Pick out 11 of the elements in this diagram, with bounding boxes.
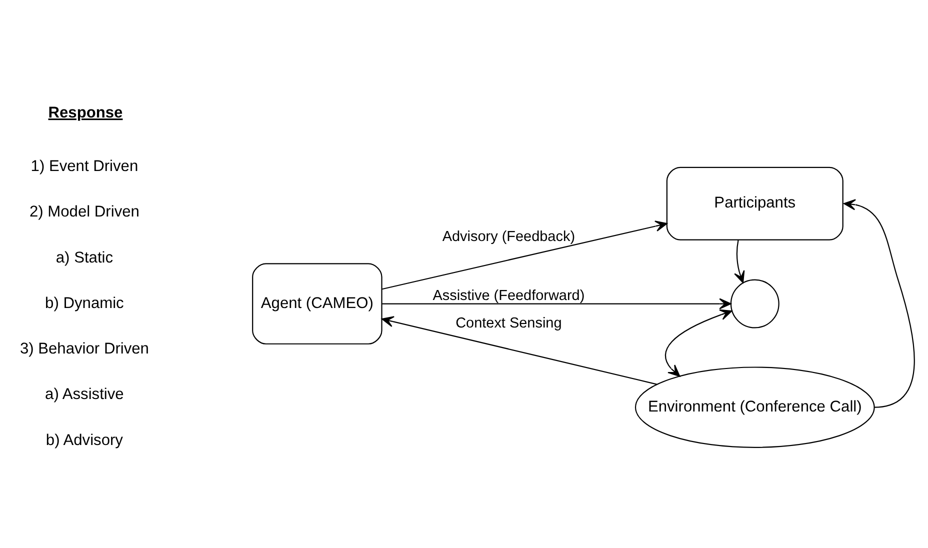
label: b) Advisory [46,432,123,449]
edge-label: Context Sensing [456,316,562,332]
label: 2) Model Driven [29,204,140,221]
edge-label: Advisory (Feedback) [442,228,576,245]
label: Response [48,104,123,122]
label: a) Static [56,249,114,266]
label: 1) Event Driven [30,158,138,175]
label: 3) Behavior Driven [20,340,149,358]
label: a) Assistive [45,386,124,404]
edge-label: Assistive (Feedforward) [432,288,585,304]
label: b) Dynamic [45,294,124,312]
